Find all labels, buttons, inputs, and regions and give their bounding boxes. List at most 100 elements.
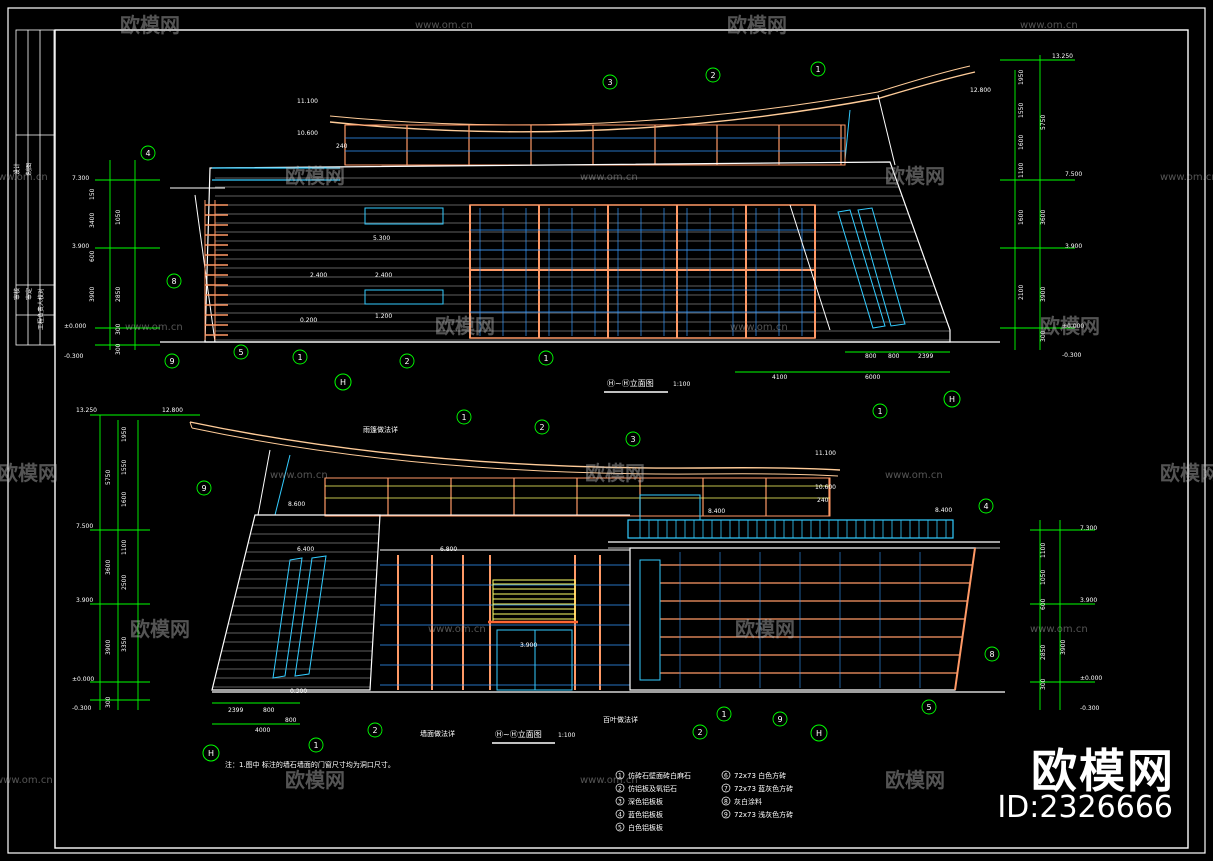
wm-site-11: www.om.cn <box>0 775 53 786</box>
callout-number: 8 <box>172 277 177 286</box>
e1-dim-left-7: 300 <box>115 323 122 335</box>
e2-level-left-5: -0.300 <box>72 705 92 712</box>
callout-number: 9 <box>202 484 207 493</box>
e2-dim-left-8: 3350 <box>121 637 128 652</box>
axis-label: H <box>340 378 346 387</box>
legend-marker <box>721 770 731 780</box>
wm-brand-0: 欧模网 <box>120 13 180 37</box>
e1-dim-right-1: 1550 <box>1018 103 1025 118</box>
wm-brand-6: 欧模网 <box>0 461 58 485</box>
e1-level-right-2: 7.500 <box>1065 171 1082 178</box>
e1-dim-right-0: 1950 <box>1018 70 1025 85</box>
e2-title: Ⓗ~Ⓗ立面图 <box>495 729 542 739</box>
callout-circle <box>233 344 249 360</box>
legend-text: 灰白涂料 <box>734 797 762 806</box>
axis-bubble <box>202 744 220 762</box>
e2-label-1: 雨篷做法详 <box>363 425 398 434</box>
e1-dim-right-5: 3600 <box>1040 210 1047 225</box>
e2-dim-left-3: 1600 <box>121 492 128 507</box>
e2-small-level-8: 8.400 <box>935 507 952 514</box>
callout-number: 3 <box>608 78 613 87</box>
callout-number: 3 <box>631 435 636 444</box>
e1-level-left-1: 3.900 <box>72 243 89 250</box>
axis-bubble <box>810 724 828 742</box>
wm-site-9: www.om.cn <box>428 624 486 635</box>
callout-circle <box>367 722 383 738</box>
callout-number: 1 <box>722 710 727 719</box>
watermark-layer: 欧模网 www.om.cn 欧模网 www.om.cn www.om.cn 欧模… <box>0 13 1213 792</box>
e2-dim-right-5: 300 <box>1040 678 1047 690</box>
e1-small-level-2: 5.300 <box>373 235 390 242</box>
callout-circle <box>602 74 618 90</box>
watermark-id: ID:2326666 <box>997 790 1173 825</box>
callout-circle <box>716 706 732 722</box>
wm-brand-8: 欧模网 <box>1160 461 1213 485</box>
legend-text: 深色铝板板 <box>628 797 663 806</box>
outer-border <box>7 7 1206 854</box>
wm-site-0: www.om.cn <box>415 20 473 31</box>
legend-marker <box>615 783 625 793</box>
legend-number: 8 <box>724 799 728 806</box>
callout-circle <box>164 353 180 369</box>
callout-circle <box>692 724 708 740</box>
e1-level-left-3: -0.300 <box>64 353 84 360</box>
e1-bottom-dim-3: 4100 <box>772 374 787 381</box>
callout-number: 2 <box>540 423 545 432</box>
e1-dim-240: 240 <box>336 143 348 150</box>
e1-title: Ⓗ~Ⓗ立面图 <box>607 378 654 388</box>
e2-level-left-2: 7.500 <box>76 523 93 530</box>
wm-brand-9: 欧模网 <box>130 617 190 641</box>
e2-level-right-0: 7.300 <box>1080 525 1097 532</box>
e1-dim-left-6: 2850 <box>115 287 122 302</box>
e1-small-level-0: 11.100 <box>297 98 318 105</box>
legend-number: 7 <box>724 786 728 793</box>
axis-label: H <box>208 749 214 758</box>
e2-dim-left-6: 2500 <box>121 575 128 590</box>
legend-marker <box>721 809 731 819</box>
e1-dim-right-2: 5750 <box>1040 115 1047 130</box>
axis-bubble <box>943 390 961 408</box>
callout-circle <box>399 353 415 369</box>
title-block-text: 审核 审定 校对 设计 制图 工程负责人 <box>13 163 45 330</box>
wm-brand-5: 欧模网 <box>1040 314 1100 338</box>
wm-site-7: www.om.cn <box>270 470 328 481</box>
e2-dim-left-0: 1950 <box>121 427 128 442</box>
callout-number: 1 <box>314 741 319 750</box>
e1-level-right-0: 13.250 <box>1052 53 1073 60</box>
wm-site-12: www.om.cn <box>580 775 638 786</box>
e1-dim-right-9: 300 <box>1040 330 1047 342</box>
e1-small-level-5: 1.200 <box>375 313 392 320</box>
callout-circle <box>196 480 212 496</box>
legend-marker <box>615 796 625 806</box>
e2-dim-240: 240 <box>817 497 829 504</box>
e1-level-right-1: 12.800 <box>970 87 991 94</box>
callout-circle <box>984 646 1000 662</box>
callout-number: 2 <box>698 728 703 737</box>
callout-number: 8 <box>990 650 995 659</box>
e2-level-right-2: ±0.000 <box>1080 675 1102 682</box>
e2-small-level-6: 3.900 <box>520 642 537 649</box>
watermark-logo-text: 欧模网 <box>1031 744 1175 798</box>
e1-level-left-2: ±0.000 <box>64 323 86 330</box>
e1-level-right-5: -0.300 <box>1062 352 1082 359</box>
elevation-1 <box>160 65 1000 343</box>
callout-number: 1 <box>544 354 549 363</box>
legend-text: 白色铝板板 <box>628 823 663 832</box>
e2-level-right-1: 3.900 <box>1080 597 1097 604</box>
callout-number: 1 <box>462 413 467 422</box>
wm-site-10: www.om.cn <box>1030 624 1088 635</box>
legend-number: 5 <box>618 825 622 832</box>
axis-bubble <box>334 373 352 391</box>
e1-bottom-dim-2: 2399 <box>918 353 933 360</box>
legend-number: 4 <box>618 812 622 819</box>
wm-site-2: www.om.cn <box>0 172 48 183</box>
callout-circle <box>166 273 182 289</box>
wm-site-4: www.om.cn <box>1160 172 1213 183</box>
e2-dim-right-0: 1100 <box>1040 543 1047 558</box>
e1-bottom-dim-4: 6000 <box>865 374 880 381</box>
e2-bottom-dim-0: 2399 <box>228 707 243 714</box>
legend-text: 72x73 白色方砖 <box>734 771 786 780</box>
callout-number: 9 <box>170 357 175 366</box>
